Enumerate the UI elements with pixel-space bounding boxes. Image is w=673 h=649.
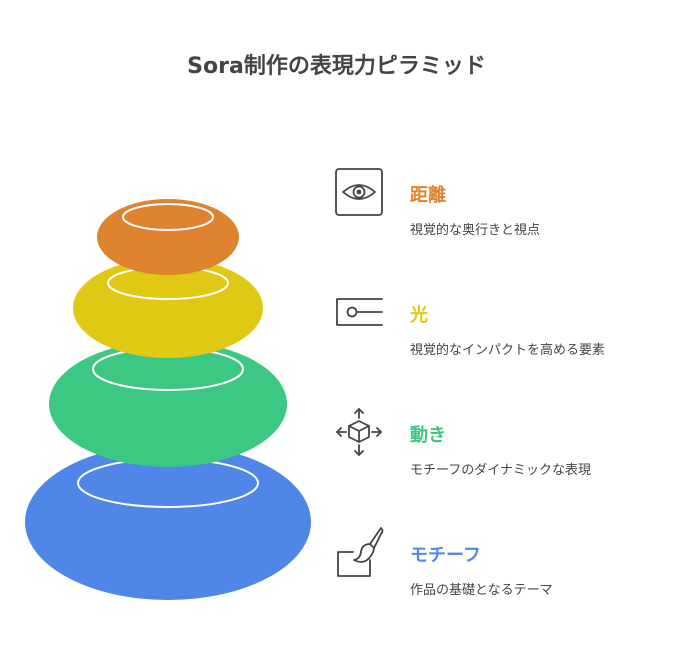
move-cube-icon [336, 408, 382, 456]
level-heading-light: 光 [410, 305, 428, 326]
pyramid-tier-distance [97, 199, 239, 275]
level-heading-motif: モチーフ [410, 545, 481, 566]
level-description-distance: 視覚的な奥行きと視点 [410, 223, 541, 238]
level-heading-distance: 距離 [410, 185, 446, 206]
eye-icon [335, 168, 383, 216]
pyramid-tier-motion [49, 341, 287, 467]
paint-brush-icon [337, 527, 384, 577]
level-description-motif: 作品の基礎となるテーマ [410, 583, 553, 598]
diagram-title: Sora制作の表現力ピラミッド [187, 54, 486, 79]
level-heading-motion: 動き [410, 425, 446, 446]
level-description-motion: モチーフのダイナミックな表現 [410, 463, 591, 478]
pyramid-tier-motif [25, 444, 311, 600]
level-description-light: 視覚的なインパクトを高める要素 [410, 343, 606, 358]
light-switch-icon [336, 298, 383, 326]
